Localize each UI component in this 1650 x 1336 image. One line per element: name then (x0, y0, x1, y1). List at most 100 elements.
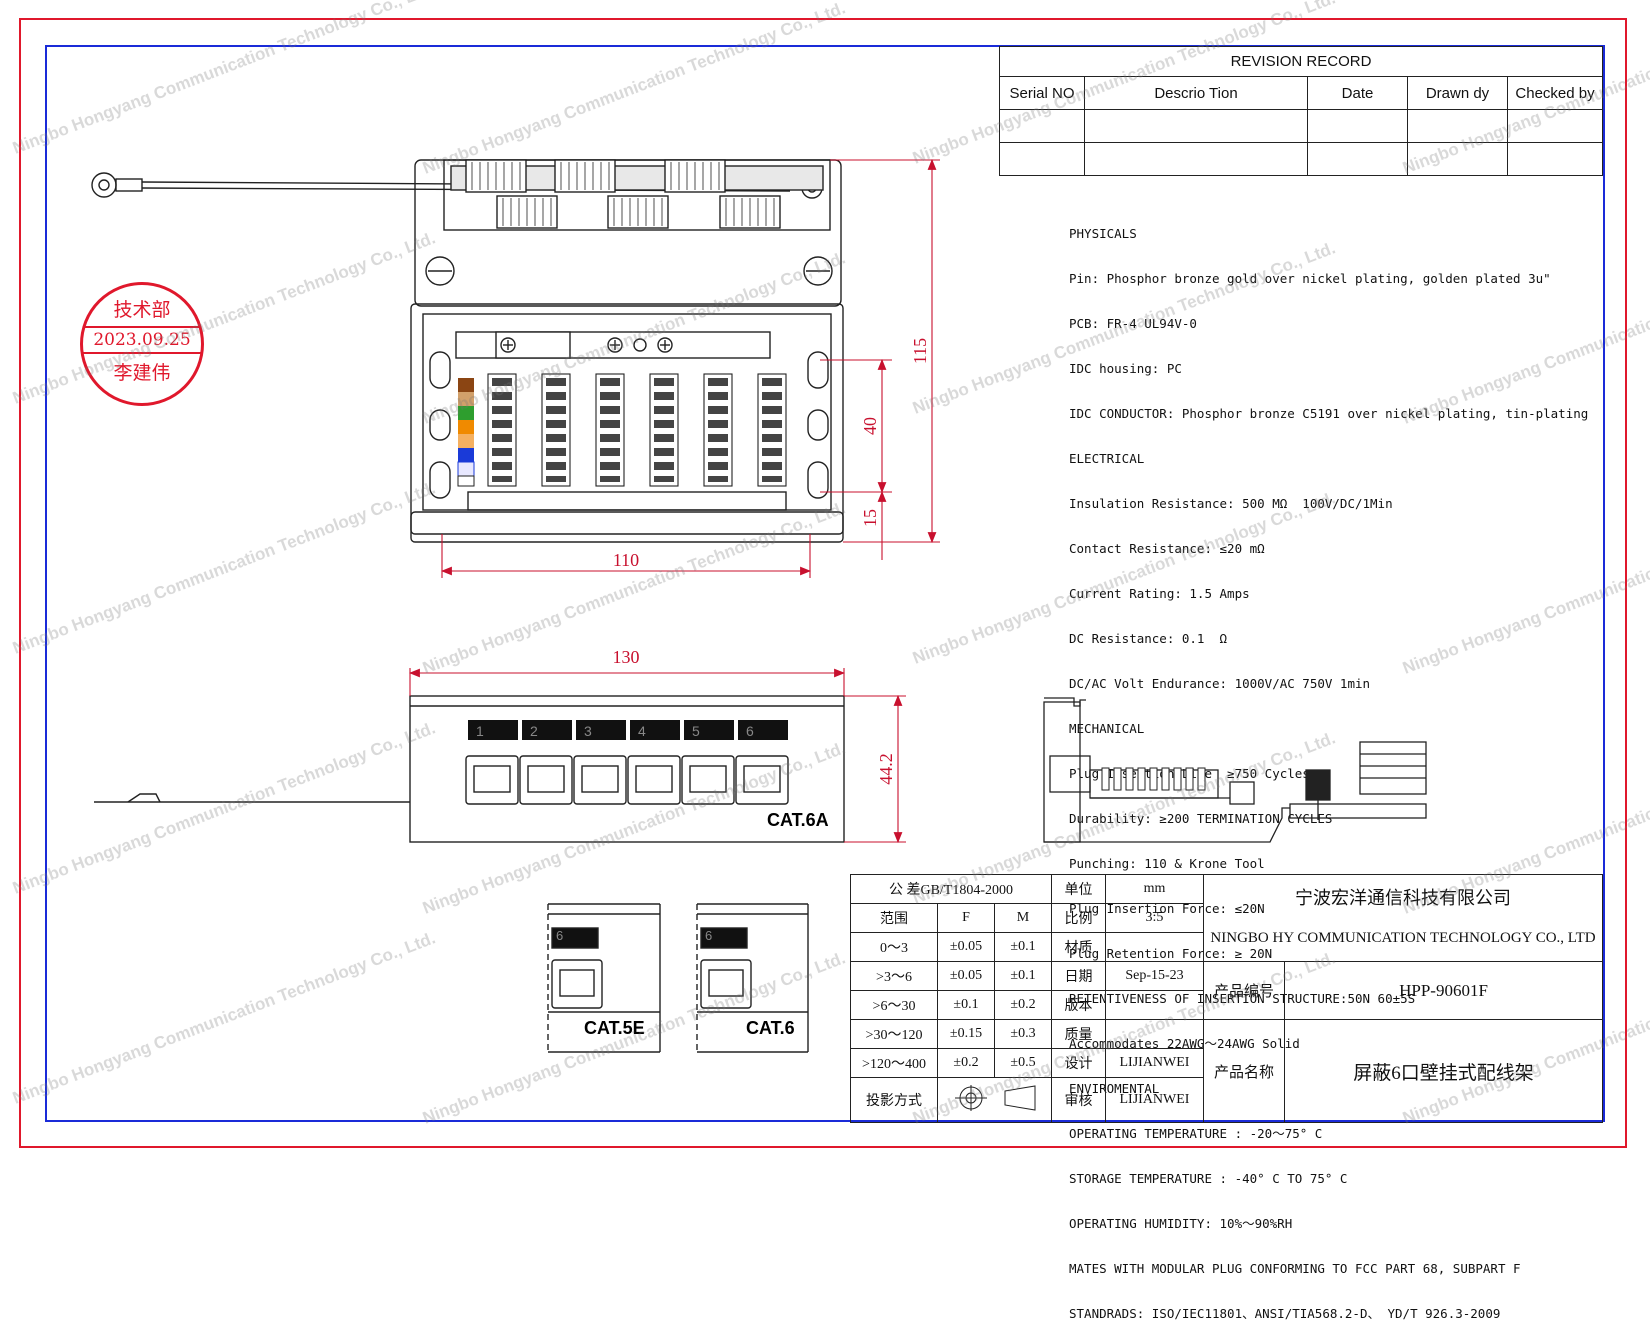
spec-line: MECHANICAL (1069, 721, 1145, 736)
version-label: 版本 (1051, 990, 1106, 1020)
tolerance-m: ±0.2 (994, 990, 1052, 1020)
range-label: 范围 (850, 903, 938, 933)
wire-color-code (457, 378, 475, 487)
version-value (1105, 990, 1204, 1020)
tolerance-f: ±0.05 (937, 961, 995, 991)
port-number-6: 6 (746, 723, 754, 739)
tolerance-f: ±0.05 (937, 932, 995, 962)
port-number-2: 2 (530, 723, 538, 739)
tolerance-m: ±0.1 (994, 932, 1052, 962)
product-name-value: 屏蔽6口壁挂式配线架 (1284, 1019, 1603, 1123)
idc-blocks (487, 373, 787, 487)
spec-line: IDC housing: PC (1069, 361, 1182, 376)
tolerance-m: ±0.5 (994, 1048, 1052, 1078)
tolerance-range: >6～30 (850, 990, 938, 1020)
tolerance-standard: 公 差GB/T1804-2000 (850, 874, 1052, 904)
spec-line: PCB: FR-4 UL94V-0 (1069, 316, 1197, 331)
rev-cell (1307, 142, 1408, 176)
rev-cell (999, 142, 1085, 176)
dimension-115: 115 (910, 338, 930, 364)
tolerance-range: >120～400 (850, 1048, 938, 1078)
scale-label: 比例 (1051, 903, 1106, 933)
port-number-4: 4 (638, 723, 646, 739)
tolerance-f: ±0.2 (937, 1048, 995, 1078)
variant-cat6 (696, 903, 809, 1053)
tolerance-range: >30～120 (850, 1019, 938, 1049)
company-name-cn: 宁波宏洋通信科技有限公司 (1295, 888, 1511, 908)
rj45-ports (465, 755, 789, 805)
port-number-3: 3 (584, 723, 592, 739)
front-view-body (94, 695, 845, 843)
front-port-labels-bg (468, 720, 788, 740)
spec-line: ELECTRICAL (1069, 451, 1145, 466)
dimension-40: 40 (860, 417, 880, 435)
quality-value (1105, 1019, 1204, 1049)
spec-line: OPERATING HUMIDITY: 10%～90%RH (1069, 1216, 1293, 1231)
spec-line: Punching: 110 & Krone Tool (1069, 856, 1265, 871)
revision-title: REVISION RECORD (999, 46, 1603, 77)
rev-header-description: Descrio Tion (1084, 76, 1308, 110)
spec-line: Durability: ≥200 TERMINATION CYCLES (1069, 811, 1333, 826)
variant-cat5e-port: 6 (556, 928, 563, 943)
spec-line: DC Resistance: 0.1 Ω (1069, 631, 1228, 646)
rev-cell (1507, 142, 1603, 176)
spec-line: STANDRADS: ISO/IEC11801、ANSI/TIA568.2-D、… (1069, 1306, 1501, 1321)
approval-stamp: 技术部 2023.09.25 李建伟 (80, 282, 204, 406)
variant-cat5e (547, 903, 661, 1053)
projection-icon (954, 1084, 1035, 1111)
variant-cat6-label: CAT.6 (746, 1018, 795, 1038)
dimension-15: 15 (860, 509, 880, 527)
material-label: 材质 (1051, 932, 1106, 962)
projection-symbol (937, 1077, 1052, 1123)
revision-record-table: REVISION RECORD Serial NO Descrio Tion D… (999, 46, 1603, 176)
unit-label: 单位 (1051, 874, 1106, 904)
rev-header-drawn: Drawn dy (1407, 76, 1508, 110)
date-label: 日期 (1051, 961, 1106, 991)
projection-label: 投影方式 (850, 1077, 938, 1123)
col-m-label: M (994, 903, 1052, 933)
front-view-label: CAT.6A (767, 810, 829, 830)
stamp-name: 李建伟 (113, 362, 171, 384)
rev-cell (1084, 109, 1308, 143)
front-dimension-lines (408, 668, 906, 844)
top-view-body (410, 159, 844, 543)
dimension-130: 130 (613, 647, 640, 667)
tolerance-f: ±0.15 (937, 1019, 995, 1049)
design-label: 设计 (1051, 1048, 1106, 1078)
rev-cell (1507, 109, 1603, 143)
material-value (1105, 932, 1204, 962)
product-name-label: 产品名称 (1203, 1019, 1285, 1123)
product-no-value: HPP-90601F (1284, 961, 1603, 1020)
spec-line: Insulation Resistance: 500 MΩ 100V/DC/1M… (1069, 496, 1393, 511)
spec-line: IDC CONDUCTOR: Phosphor bronze C5191 ove… (1069, 406, 1589, 421)
rev-cell (1407, 109, 1508, 143)
company-name-block: 宁波宏洋通信科技有限公司 NINGBO HY COMMUNICATION TEC… (1203, 874, 1603, 962)
tolerance-m: ±0.3 (994, 1019, 1052, 1049)
product-no-label: 产品编号 (1203, 961, 1285, 1020)
company-name-en: NINGBO HY COMMUNICATION TECHNOLOGY CO., … (1210, 930, 1596, 946)
review-value: LIJIANWEI (1105, 1077, 1204, 1123)
spec-line: Current Rating: 1.5 Amps (1069, 586, 1250, 601)
drawing-outer-border (19, 18, 1627, 1148)
spec-line: Pin: Phosphor bronze gold over nickel pl… (1069, 271, 1551, 286)
side-view-ribs (1101, 767, 1206, 791)
quality-label: 质量 (1051, 1019, 1106, 1049)
tolerance-range: 0～3 (850, 932, 938, 962)
scale-value: 3:5 (1105, 903, 1204, 933)
spec-line: PHYSICALS (1069, 226, 1137, 241)
tolerance-f: ±0.1 (937, 990, 995, 1020)
date-value: Sep-15-23 (1105, 961, 1204, 991)
spec-line: MATES WITH MODULAR PLUG CONFORMING TO FC… (1069, 1261, 1521, 1276)
variant-cat6-port: 6 (705, 928, 712, 943)
drawing-inner-border (45, 45, 1605, 1122)
spec-line: Contact Resistance: ≤20 mΩ (1069, 541, 1265, 556)
top-dimension-lines (440, 158, 940, 578)
spec-line: DC/AC Volt Endurance: 1000V/AC 750V 1min (1069, 676, 1371, 691)
dimension-110: 110 (613, 550, 639, 570)
stamp-department: 技术部 (113, 299, 171, 321)
idc-contacts (492, 378, 782, 482)
rev-cell (1407, 142, 1508, 176)
port-number-1: 1 (476, 723, 484, 739)
review-label: 审核 (1051, 1077, 1106, 1123)
title-block: 公 差GB/T1804-2000 单位 mm 宁波宏洋通信科技有限公司 NING… (850, 874, 1603, 1123)
